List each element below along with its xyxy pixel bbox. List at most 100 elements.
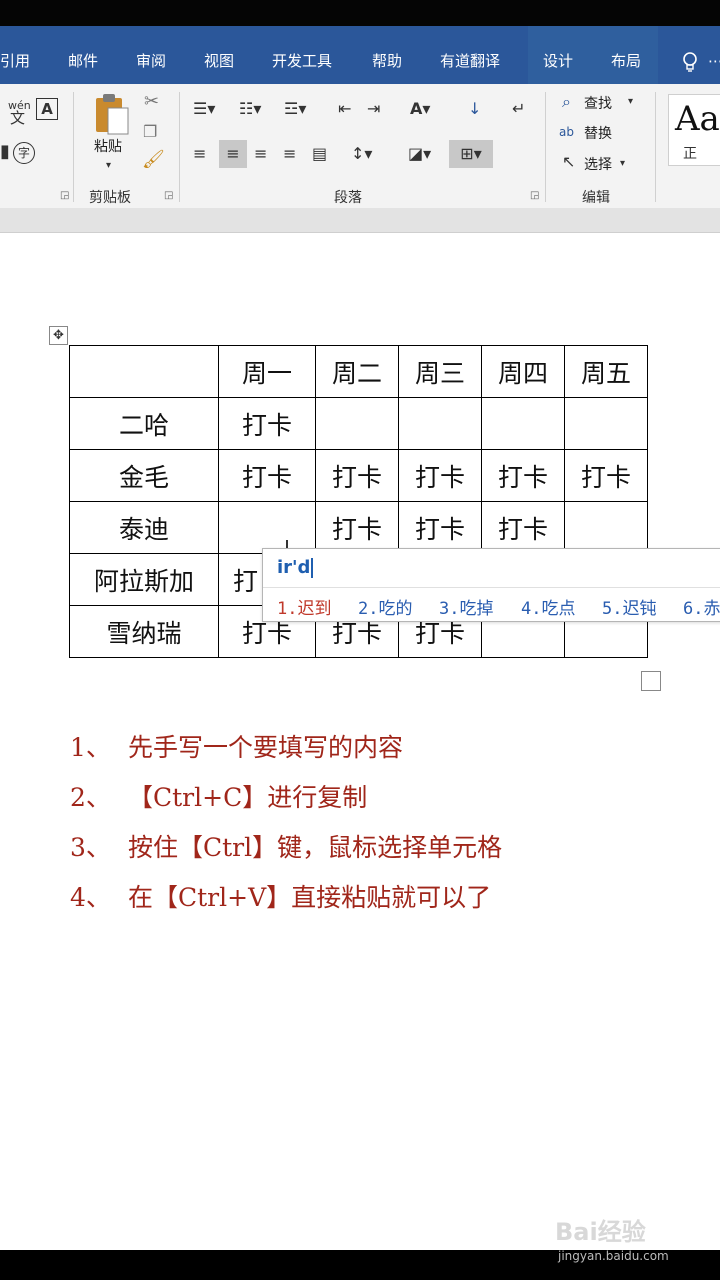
tab-references[interactable]: 引用 — [0, 52, 31, 70]
phonetic-guide-icon[interactable]: 文 — [10, 109, 26, 127]
table-cell[interactable]: 周四 — [481, 345, 565, 398]
paste-button[interactable]: 粘贴 — [94, 139, 122, 155]
tab-review[interactable]: 审阅 — [136, 52, 167, 70]
table-cell[interactable]: 雪纳瑞 — [69, 605, 219, 658]
numbering-icon[interactable]: ☷▾ — [239, 99, 262, 118]
tab-view[interactable]: 视图 — [204, 52, 235, 70]
table-cell[interactable]: 打卡 — [481, 449, 565, 502]
select-dropdown-icon[interactable]: ▾ — [620, 158, 626, 169]
justify-icon[interactable]: ≡ — [283, 144, 297, 163]
clipboard-launcher-icon[interactable]: ◲ — [164, 190, 174, 201]
window-title-bar — [0, 0, 720, 26]
table-row: 金毛 打卡 打卡 打卡 打卡 打卡 — [69, 449, 648, 502]
borders-icon[interactable]: ⊞▾ — [449, 140, 493, 168]
paste-icon[interactable] — [92, 92, 130, 136]
distributed-icon[interactable]: ▤ — [312, 144, 328, 163]
ime-candidate[interactable]: 3.吃掉 — [439, 599, 494, 619]
table-cell[interactable]: 周五 — [564, 345, 648, 398]
ime-candidate[interactable]: 1.迟到 — [277, 599, 332, 619]
paragraph-launcher-icon[interactable]: ◲ — [530, 190, 540, 201]
divider — [73, 92, 74, 202]
watermark-brand: Bai经验 — [555, 1218, 646, 1246]
divider — [179, 92, 180, 202]
lightbulb-icon[interactable] — [681, 51, 699, 73]
table-move-handle-icon[interactable]: ✥ — [49, 326, 68, 345]
paragraph-group-label: 段落 — [334, 190, 362, 206]
tab-mailings[interactable]: 邮件 — [68, 52, 99, 70]
table-cell[interactable]: 打卡 — [398, 449, 482, 502]
font-launcher-icon[interactable]: ◲ — [60, 190, 70, 201]
find-button[interactable]: 查找 — [584, 96, 612, 112]
editing-group-label: 编辑 — [582, 190, 610, 206]
step-number: 2、 — [70, 783, 111, 812]
tab-design[interactable]: 设计 — [543, 52, 574, 70]
decrease-indent-icon[interactable]: ⇤ — [338, 99, 352, 118]
paste-dropdown-icon[interactable]: ▾ — [106, 160, 112, 171]
align-center-icon[interactable]: ≡ — [219, 140, 247, 168]
table-cell[interactable]: 打卡 — [398, 501, 482, 554]
bullets-icon[interactable]: ☰▾ — [193, 99, 216, 118]
divider — [545, 92, 546, 202]
table-cell[interactable]: 周三 — [398, 345, 482, 398]
table-cell[interactable] — [315, 397, 399, 450]
step-text: 按住【Ctrl】键，鼠标选择单元格 — [128, 833, 503, 862]
tab-youdao[interactable]: 有道翻译 — [440, 52, 501, 70]
table-cell[interactable] — [564, 501, 648, 554]
multilevel-list-icon[interactable]: ☲▾ — [284, 99, 307, 118]
ribbon-tab-bar: 引用 邮件 审阅 视图 开发工具 帮助 有道翻译 设计 布局 ⋯ — [0, 26, 720, 84]
table-cell[interactable] — [564, 397, 648, 450]
table-cell[interactable] — [398, 397, 482, 450]
table-cell[interactable]: 金毛 — [69, 449, 219, 502]
show-marks-icon[interactable]: ↵ — [512, 99, 526, 118]
chinese-layout-icon[interactable]: A▾ — [410, 99, 431, 118]
tab-help[interactable]: 帮助 — [372, 52, 403, 70]
bottom-bar — [0, 1250, 720, 1280]
ime-composition-text: ir'd — [277, 557, 311, 578]
table-cell[interactable]: 打卡 — [481, 501, 565, 554]
table-cell[interactable] — [481, 397, 565, 450]
table-resize-handle[interactable] — [641, 671, 661, 691]
table-header-row: 周一 周二 周三 周四 周五 — [69, 345, 648, 398]
enclose-char-icon[interactable]: 字 — [13, 142, 35, 164]
align-right-icon[interactable]: ≡ — [254, 144, 268, 163]
ime-candidate[interactable]: 6.赤 — [683, 599, 720, 619]
line-spacing-icon[interactable]: ↕▾ — [351, 144, 373, 163]
find-dropdown-icon[interactable]: ▾ — [628, 96, 634, 107]
cut-icon[interactable]: ✂ — [144, 91, 160, 112]
table-cell[interactable]: 打卡 — [218, 397, 316, 450]
replace-icon[interactable]: ab — [559, 125, 574, 139]
char-border-icon[interactable]: A — [36, 98, 58, 120]
phonetic-guide-top[interactable]: wén — [8, 99, 31, 112]
copy-icon[interactable]: ❐ — [143, 122, 158, 141]
replace-button[interactable]: 替换 — [584, 126, 612, 142]
table-cell[interactable]: 二哈 — [69, 397, 219, 450]
select-arrow-icon[interactable]: ↖ — [562, 152, 576, 171]
watermark-url: jingyan.baidu.com — [558, 1249, 669, 1263]
table-cell[interactable] — [218, 501, 316, 554]
increase-indent-icon[interactable]: ⇥ — [367, 99, 381, 118]
ime-candidate[interactable]: 2.吃的 — [358, 599, 413, 619]
ime-candidate[interactable]: 5.迟钝 — [602, 599, 657, 619]
table-cell[interactable]: 周二 — [315, 345, 399, 398]
ime-composition: ir'd — [277, 557, 314, 578]
table-cell[interactable]: 泰迪 — [69, 501, 219, 554]
table-cell[interactable]: 周一 — [218, 345, 316, 398]
format-painter-icon[interactable]: 🖌 — [142, 149, 165, 170]
align-left-icon[interactable]: ≡ — [193, 144, 207, 163]
table-cell[interactable]: 打卡 — [564, 449, 648, 502]
tab-layout[interactable]: 布局 — [611, 52, 642, 70]
char-shading-icon[interactable]: ▮ — [0, 141, 10, 162]
table-cell[interactable]: 打卡 — [218, 449, 316, 502]
select-button[interactable]: 选择 — [584, 157, 612, 173]
table-cell[interactable]: 打卡 — [315, 501, 399, 554]
sort-icon[interactable]: ↓ — [468, 99, 482, 118]
tab-overflow-icon[interactable]: ⋯ — [708, 52, 720, 70]
table-cell[interactable]: 打卡 — [315, 449, 399, 502]
table-cell[interactable] — [69, 345, 219, 398]
search-icon[interactable]: ⌕ — [562, 92, 571, 111]
style-preview-normal[interactable]: Aa 正 — [668, 94, 720, 166]
tab-developer[interactable]: 开发工具 — [272, 52, 333, 70]
ime-candidate[interactable]: 4.吃点 — [521, 599, 576, 619]
table-cell[interactable]: 阿拉斯加 — [69, 553, 219, 606]
shading-icon[interactable]: ◪▾ — [408, 144, 432, 163]
